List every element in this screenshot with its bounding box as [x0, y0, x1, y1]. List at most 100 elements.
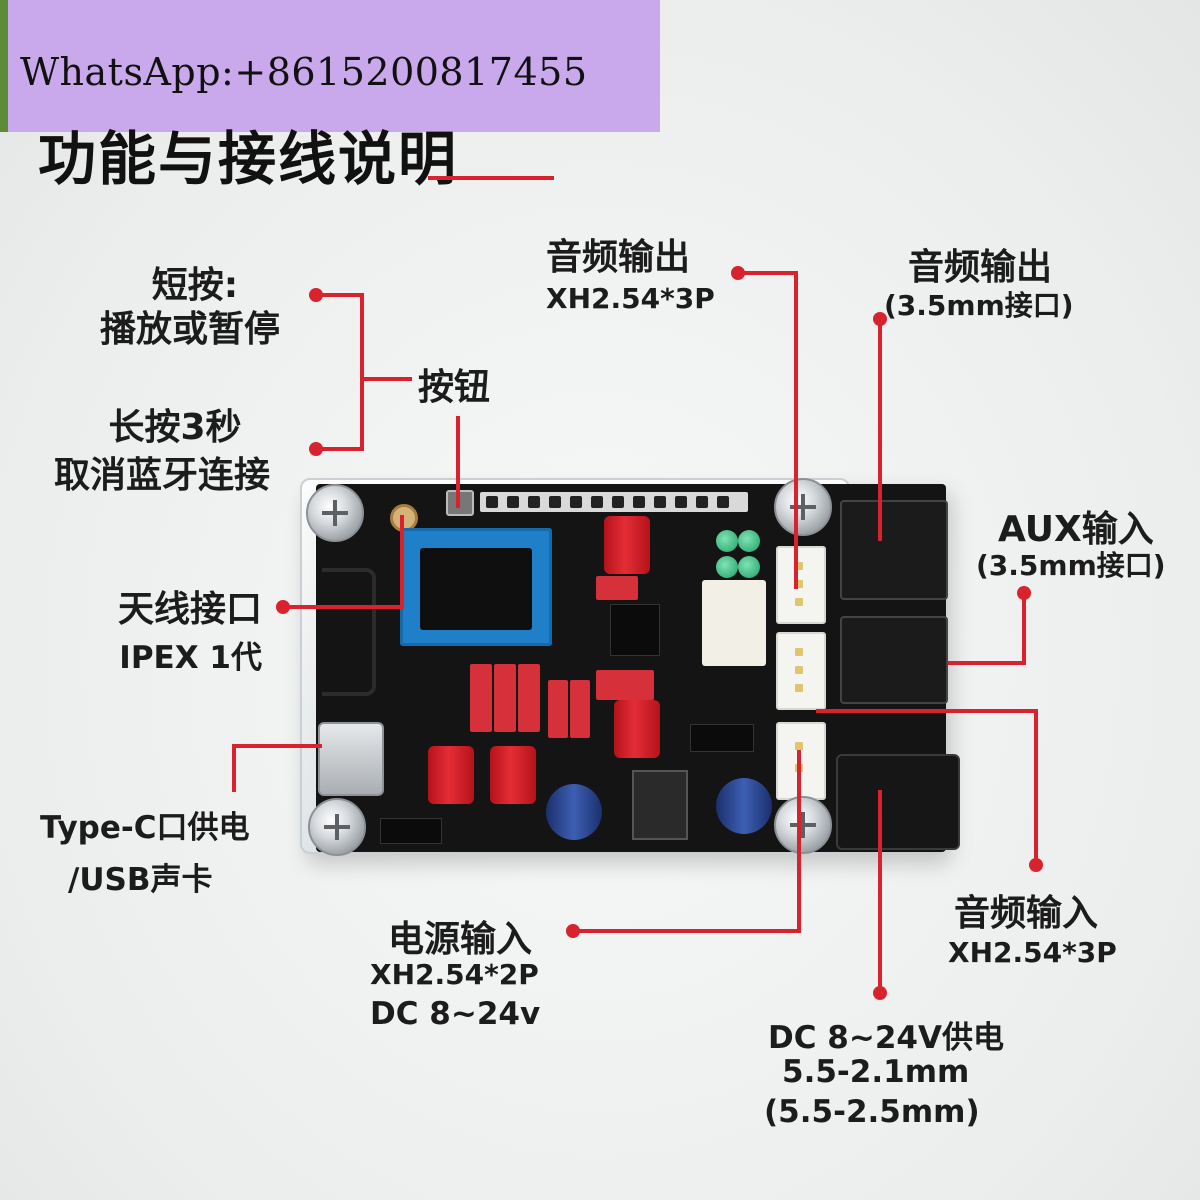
header-pin	[528, 496, 540, 508]
label-audio-out-3-5: 音频输出	[908, 247, 1053, 288]
ic-chip	[690, 724, 754, 752]
pcb-antenna-trace	[322, 568, 376, 696]
mounting-screw	[306, 484, 364, 542]
xh-connector-power-in	[776, 722, 826, 800]
callout-line	[283, 605, 403, 609]
callout-line	[794, 271, 798, 589]
label-power-in-spec: XH2.54*2P	[370, 958, 539, 991]
push-button	[446, 490, 474, 516]
header-pin	[549, 496, 561, 508]
title-underline	[428, 176, 554, 180]
watermark-banner	[0, 0, 660, 132]
xh-pin	[795, 742, 803, 750]
mounting-screw	[308, 798, 366, 856]
dc-power-jack	[836, 754, 960, 850]
label-type-c: Type-C口供电	[40, 810, 250, 846]
electrolytic-capacitor	[428, 746, 474, 804]
status-led	[738, 530, 760, 552]
header-pin	[696, 496, 708, 508]
electrolytic-capacitor	[546, 784, 602, 840]
film-capacitor	[596, 576, 638, 600]
film-capacitor	[518, 664, 540, 732]
voltage-regulator	[632, 770, 688, 840]
label-dc-supply-size: 5.5-2.1mm	[782, 1054, 970, 1090]
callout-line	[364, 377, 412, 381]
page-title: 功能与接线说明	[38, 125, 459, 193]
label-usb-sound-card: /USB声卡	[68, 862, 213, 898]
mounting-screw	[774, 796, 832, 854]
film-capacitor	[470, 664, 492, 732]
ic-chip	[380, 818, 442, 844]
electrolytic-capacitor	[614, 700, 660, 758]
label-power-in-voltage: DC 8~24v	[370, 996, 541, 1032]
electrolytic-capacitor	[604, 516, 650, 574]
header-pin	[570, 496, 582, 508]
label-play-pause: 播放或暂停	[99, 309, 280, 350]
whatsapp-contact-text: WhatsApp:+8615200817455	[20, 50, 588, 94]
xh-pin	[795, 580, 803, 588]
xh-pin	[795, 684, 803, 692]
film-capacitor	[548, 680, 568, 738]
label-audio-out-3-5-spec: (3.5mm接口)	[884, 289, 1074, 322]
label-aux-in-spec: (3.5mm接口)	[976, 549, 1166, 582]
film-capacitor	[596, 670, 654, 700]
callout-line	[232, 744, 236, 792]
xh-pin	[795, 666, 803, 674]
callout-line	[360, 293, 364, 451]
label-audio-out-xh: 音频输出	[546, 237, 691, 278]
callout-line	[456, 416, 460, 508]
callout-line	[400, 515, 404, 609]
xh-pin	[795, 562, 803, 570]
header-pin	[633, 496, 645, 508]
header-pin	[591, 496, 603, 508]
header-pin	[612, 496, 624, 508]
xh-pin	[795, 648, 803, 656]
label-aux-in: AUX输入	[998, 509, 1154, 550]
callout-line	[573, 929, 801, 933]
bluetooth-chip	[420, 548, 532, 630]
mounting-screw	[774, 478, 832, 536]
label-audio-in-spec: XH2.54*3P	[948, 936, 1117, 969]
status-led	[716, 530, 738, 552]
callout-line	[878, 790, 882, 990]
label-long-press: 长按3秒	[108, 407, 242, 448]
audio-out-3-5mm-jack	[840, 500, 948, 600]
label-dc-supply-alt-size: (5.5-2.5mm)	[764, 1094, 980, 1130]
label-audio-in: 音频输入	[954, 893, 1099, 934]
callout-line	[316, 293, 364, 297]
header-pin	[717, 496, 729, 508]
callout-line	[232, 744, 322, 748]
header-pin	[675, 496, 687, 508]
type-c-port	[318, 722, 384, 796]
callout-line	[316, 447, 364, 451]
callout-line	[738, 271, 798, 275]
callout-line	[1022, 593, 1026, 665]
header-pin	[507, 496, 519, 508]
header-pin	[486, 496, 498, 508]
electrolytic-capacitor	[490, 746, 536, 804]
aux-in-3-5mm-jack	[840, 616, 948, 704]
label-ipex: IPEX 1代	[119, 640, 262, 676]
label-short-press: 短按:	[151, 265, 239, 306]
ic-chip	[610, 604, 660, 656]
header-pin	[654, 496, 666, 508]
label-power-in: 电源输入	[388, 919, 533, 960]
label-audio-out-xh-spec: XH2.54*3P	[546, 282, 715, 315]
status-led	[738, 556, 760, 578]
relay	[702, 580, 766, 666]
callout-line	[816, 709, 1038, 713]
film-capacitor	[494, 664, 516, 732]
callout-line	[878, 319, 882, 541]
label-antenna: 天线接口	[117, 589, 262, 630]
electrolytic-capacitor	[716, 778, 772, 834]
callout-line	[1034, 709, 1038, 865]
film-capacitor	[570, 680, 590, 738]
xh-pin	[795, 598, 803, 606]
label-cancel-bluetooth: 取消蓝牙连接	[53, 455, 270, 496]
status-led	[716, 556, 738, 578]
label-button: 按钮	[418, 367, 491, 408]
callout-dot	[1029, 858, 1043, 872]
callout-line	[948, 661, 1026, 665]
label-dc-supply: DC 8~24V供电	[768, 1020, 1004, 1056]
callout-line	[797, 750, 801, 933]
